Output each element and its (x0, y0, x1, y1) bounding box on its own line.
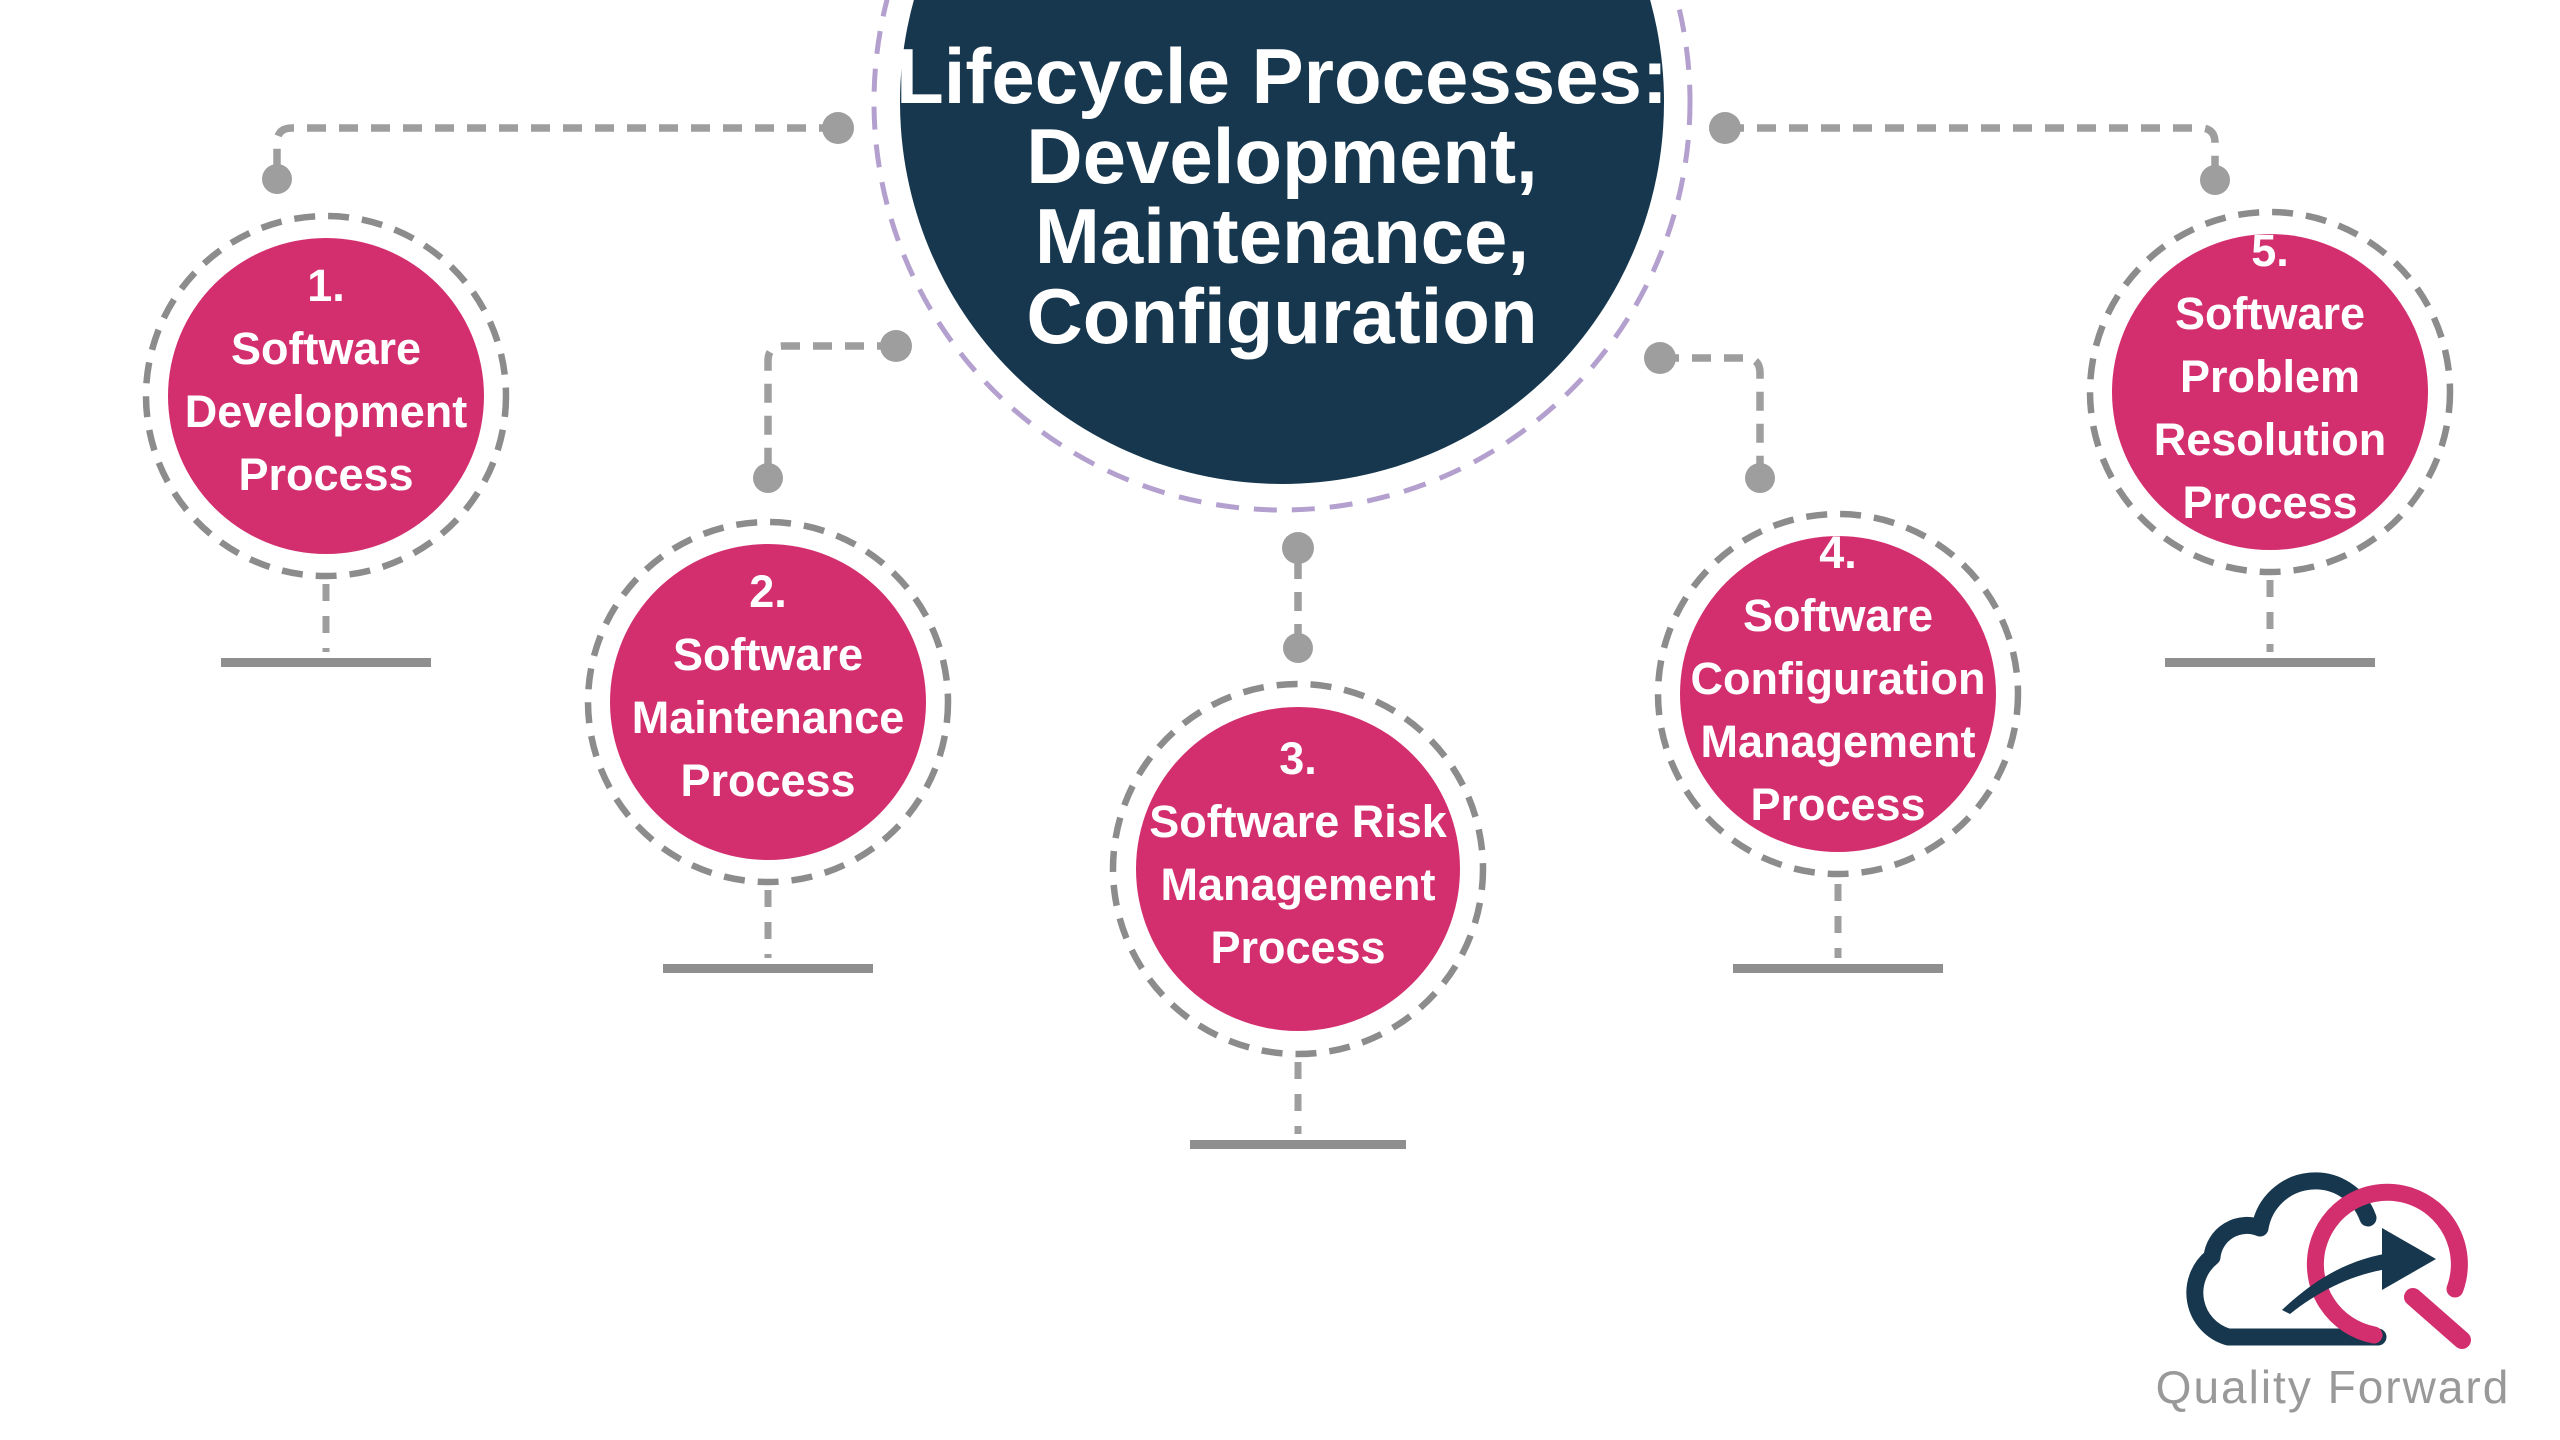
node-3-line-2: Management (1160, 859, 1435, 910)
connector-2 (753, 330, 912, 493)
central-node-circle (900, 0, 1664, 484)
connector-2-endpoint-dot (880, 330, 912, 362)
connector-2-node-dot (753, 463, 783, 493)
stand-4 (1733, 884, 1943, 973)
node-1-circle (168, 238, 484, 554)
node-4-circle (1680, 536, 1996, 852)
node-1-number: 1. (307, 260, 345, 311)
connector-5 (1709, 112, 2230, 195)
node-1-line-1: Software (231, 323, 421, 374)
node-5-line-2: Problem (2180, 351, 2360, 402)
connector-3-endpoint-dot (1282, 532, 1314, 564)
node-2-line-1: Software (673, 629, 863, 680)
node-1-line-3: Process (238, 449, 413, 500)
node-4: 4. Software Configuration Management Pro… (1654, 510, 2022, 878)
connector-1 (262, 112, 854, 194)
node-3-circle (1136, 707, 1460, 1031)
connector-5-line (1725, 124, 2219, 166)
stand-5 (2165, 580, 2375, 667)
node-3-line-1: Software Risk (1149, 796, 1448, 847)
node-2-dashed-ring (584, 518, 952, 886)
node-5-line-4: Process (2182, 477, 2357, 528)
node-5-line-1: Software (2175, 288, 2365, 339)
connector-1-node-dot (262, 164, 292, 194)
connector-4-endpoint-dot (1644, 342, 1676, 374)
connector-4-line (1660, 354, 1764, 464)
node-1-line-2: Development (185, 386, 468, 437)
node-1: 1. Software Development Process (142, 212, 510, 580)
stand-3-bar (1190, 1140, 1406, 1149)
node-5-dashed-ring (2086, 208, 2454, 576)
stand-1 (221, 584, 431, 667)
node-2-line-2: Maintenance (632, 692, 905, 743)
node-4-line-1: Software (1743, 590, 1933, 641)
connector-1-line (273, 124, 838, 166)
connector-4-node-dot (1745, 463, 1775, 493)
stand-2-bar (663, 964, 873, 973)
node-2-number: 2. (749, 566, 787, 617)
arrow-swoosh-icon (2282, 1252, 2396, 1314)
central-node: Lifecycle Processes: Development, Mainte… (871, 0, 1693, 513)
logo: Quality Forward (2156, 1172, 2511, 1413)
node-2: 2. Software Maintenance Process (584, 518, 952, 886)
connector-5-node-dot (2200, 165, 2230, 195)
node-4-line-2: Configuration (1691, 653, 1986, 704)
node-3-line-3: Process (1210, 922, 1385, 973)
q-ring-icon (2306, 1183, 2468, 1344)
node-3-dashed-ring (1109, 680, 1487, 1058)
stand-1-bar (221, 658, 431, 667)
stand-5-bar (2165, 658, 2375, 667)
connector-4 (1644, 342, 1775, 493)
connector-5-endpoint-dot (1709, 112, 1741, 144)
connector-3 (1282, 532, 1314, 663)
node-4-line-4: Process (1750, 779, 1925, 830)
node-3: 3. Software Risk Management Process (1109, 680, 1487, 1058)
arrow-head-icon (2382, 1228, 2436, 1290)
connector-3-node-dot (1283, 633, 1313, 663)
central-title-line-3: Maintenance, (1035, 192, 1529, 280)
q-tail-icon (2404, 1288, 2471, 1349)
stand-3 (1190, 1062, 1406, 1149)
node-4-line-3: Management (1700, 716, 1975, 767)
central-title-line-2: Development, (1026, 112, 1537, 200)
node-2-line-3: Process (680, 755, 855, 806)
node-5-line-3: Resolution (2154, 414, 2387, 465)
cloud-icon (2186, 1172, 2387, 1346)
central-title-line-1: Lifecycle Processes: (896, 32, 1668, 120)
node-3-number: 3. (1279, 733, 1317, 784)
stand-2 (663, 890, 873, 973)
connector-1-endpoint-dot (822, 112, 854, 144)
central-node-dashed-ring (871, 0, 1693, 513)
node-4-number: 4. (1819, 527, 1857, 578)
node-1-dashed-ring (142, 212, 510, 580)
node-2-circle (610, 544, 926, 860)
connector-2-line (764, 342, 896, 464)
node-5-circle (2112, 234, 2428, 550)
logo-wordmark: Quality Forward (2156, 1361, 2511, 1413)
central-title-line-4: Configuration (1026, 272, 1537, 360)
node-5-number: 5. (2251, 225, 2289, 276)
node-4-dashed-ring (1654, 510, 2022, 878)
stand-4-bar (1733, 964, 1943, 973)
node-5: 5. Software Problem Resolution Process (2086, 208, 2454, 576)
